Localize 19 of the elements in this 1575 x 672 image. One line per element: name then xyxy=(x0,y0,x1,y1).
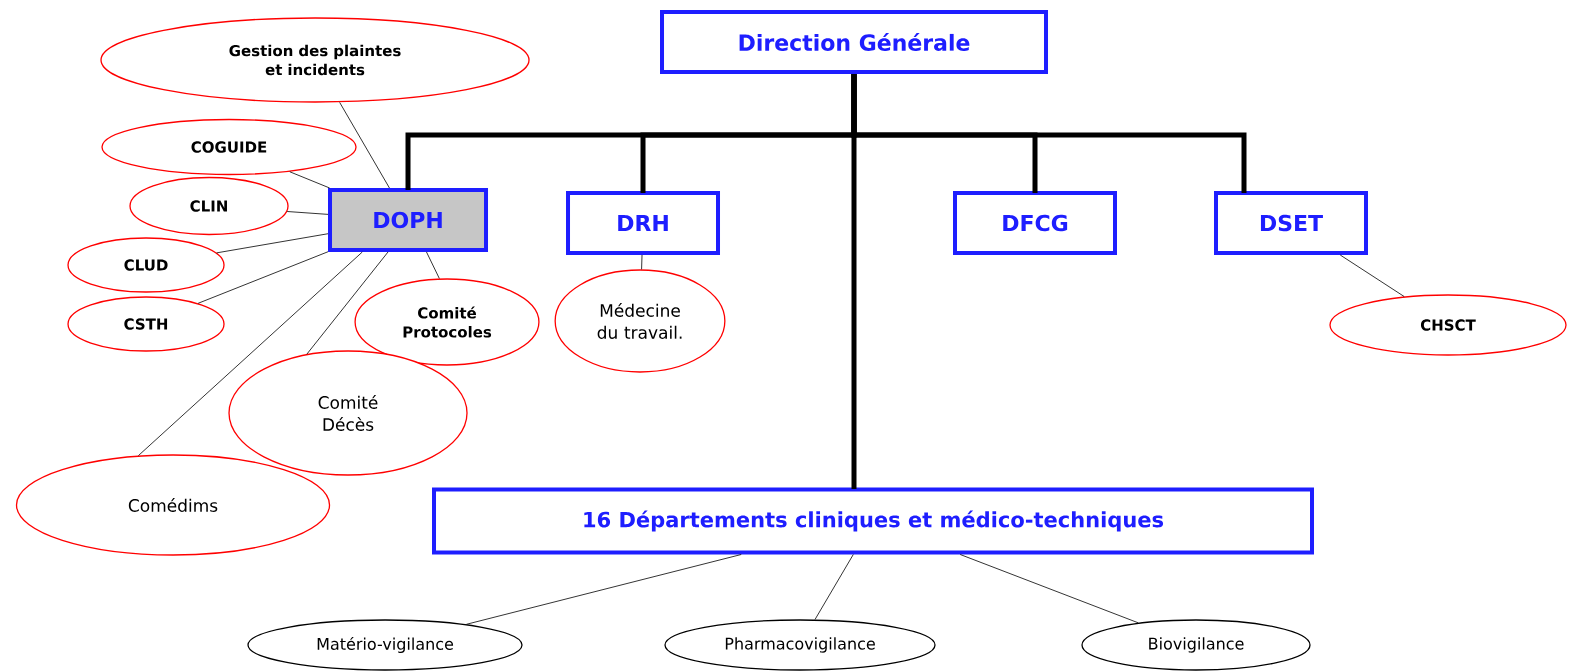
org-box: DSET xyxy=(1214,191,1368,255)
org-box: DFCG xyxy=(953,191,1117,255)
connector-line xyxy=(339,101,390,189)
connector-line xyxy=(426,251,440,279)
connector-line xyxy=(851,74,857,489)
connector-line xyxy=(306,251,389,355)
connector-line xyxy=(814,554,854,620)
connector-line xyxy=(1339,254,1405,297)
org-box: DRH xyxy=(566,191,720,255)
connector-line xyxy=(138,251,363,456)
connector-line xyxy=(216,233,329,254)
connector-line xyxy=(959,554,1139,624)
connector-line xyxy=(289,171,330,189)
org-box: Direction Générale xyxy=(660,10,1048,74)
connector-line xyxy=(466,554,742,625)
connector-line xyxy=(286,211,329,215)
org-box: 16 Départements cliniques et médico-techniques xyxy=(432,487,1314,555)
org-box: DOPH xyxy=(328,188,488,252)
connector-line xyxy=(641,254,643,270)
